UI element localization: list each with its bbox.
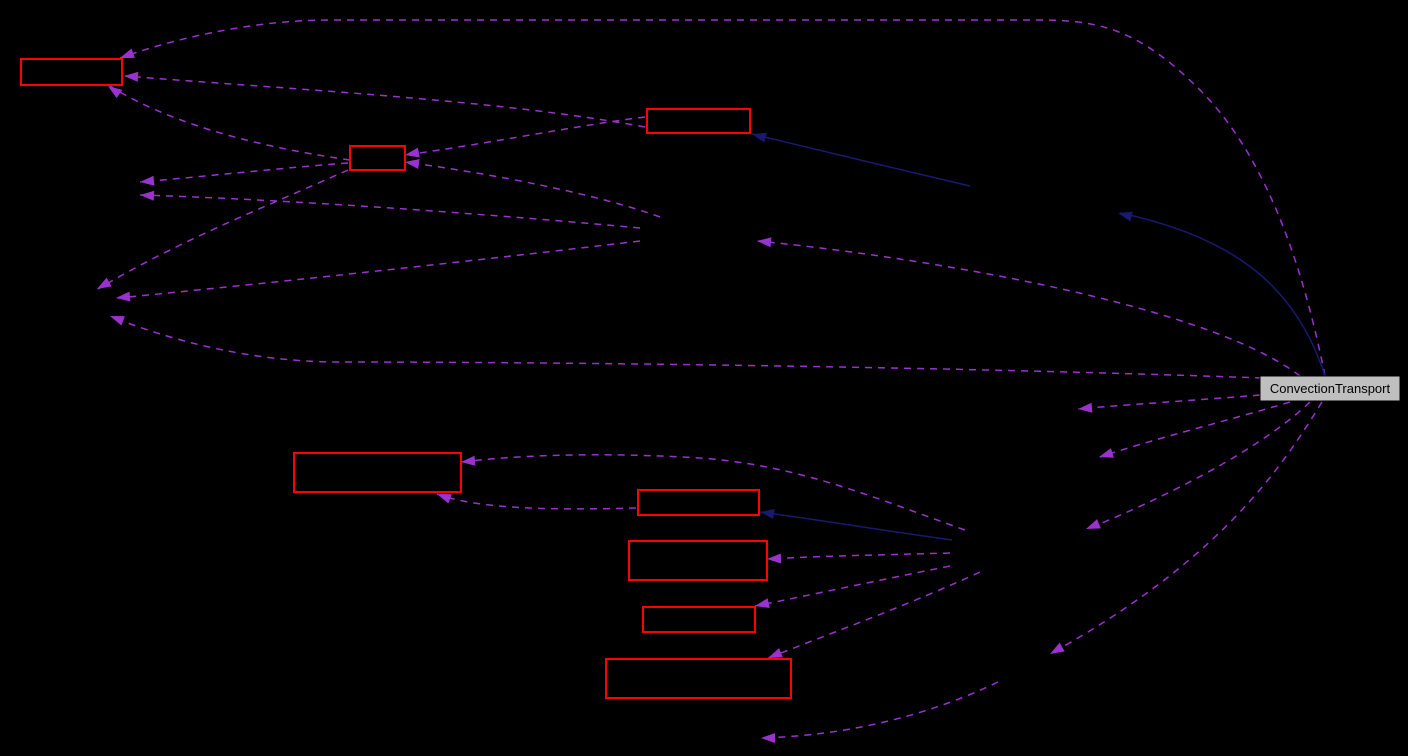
usage-arrowhead-icon bbox=[124, 71, 139, 82]
class-node-n1[interactable] bbox=[20, 58, 123, 86]
usage-arrowhead-icon bbox=[97, 277, 112, 289]
usage-edge bbox=[109, 85, 351, 161]
usage-arrowhead-icon bbox=[110, 316, 125, 326]
class-node-n7[interactable] bbox=[642, 606, 756, 633]
main-class-node-label[interactable]: ConvectionTransport bbox=[1270, 381, 1391, 396]
usage-edge bbox=[404, 116, 646, 156]
usage-arrowhead-icon bbox=[140, 175, 155, 186]
inheritance-edge bbox=[751, 133, 971, 187]
usage-arrowhead-icon bbox=[1050, 642, 1065, 654]
inheritance-edge bbox=[1119, 212, 1326, 377]
graph-arrowheads bbox=[97, 48, 1133, 743]
usage-edge bbox=[460, 454, 966, 531]
usage-arrowhead-icon bbox=[437, 494, 452, 504]
usage-edge bbox=[97, 169, 349, 290]
usage-arrowhead-icon bbox=[767, 553, 782, 564]
usage-arrowhead-icon bbox=[461, 455, 476, 466]
main-class-node[interactable]: ConvectionTransport bbox=[1259, 375, 1401, 402]
graph-edges bbox=[97, 19, 1326, 739]
usage-edge bbox=[1086, 401, 1311, 530]
main-class-node-box[interactable] bbox=[1259, 375, 1401, 402]
usage-arrowhead-icon bbox=[768, 648, 783, 658]
usage-arrowhead-icon bbox=[120, 48, 135, 58]
class-node-n8[interactable] bbox=[605, 658, 792, 699]
inheritance-edge bbox=[759, 511, 953, 541]
class-node-n2[interactable] bbox=[646, 108, 751, 134]
usage-arrowhead-icon bbox=[405, 158, 420, 169]
usage-edge bbox=[117, 240, 641, 299]
usage-edge bbox=[139, 162, 349, 183]
usage-arrowhead-icon bbox=[755, 598, 770, 608]
usage-edge bbox=[766, 552, 951, 560]
usage-edge bbox=[436, 493, 637, 510]
usage-edge bbox=[767, 571, 981, 659]
usage-arrowhead-icon bbox=[140, 190, 155, 201]
usage-arrowhead-icon bbox=[757, 237, 772, 248]
usage-edge bbox=[124, 75, 646, 128]
usage-arrowhead-icon bbox=[761, 733, 775, 743]
usage-edge bbox=[119, 19, 1326, 377]
usage-arrowhead-icon bbox=[116, 291, 131, 302]
usage-arrowhead-icon bbox=[1086, 519, 1101, 529]
usage-edge bbox=[404, 161, 661, 218]
usage-edge bbox=[757, 240, 1301, 377]
usage-arrowhead-icon bbox=[1099, 448, 1114, 458]
class-node-n6[interactable] bbox=[628, 540, 768, 581]
usage-edge bbox=[139, 194, 641, 229]
graph-nodes bbox=[20, 58, 792, 699]
inheritance-arrowhead-icon bbox=[1118, 211, 1133, 222]
inheritance-arrowhead-icon bbox=[760, 508, 775, 519]
usage-edge bbox=[1049, 401, 1323, 655]
class-node-n4[interactable] bbox=[293, 452, 462, 493]
inheritance-arrowhead-icon bbox=[752, 132, 767, 143]
usage-edge bbox=[761, 681, 999, 739]
usage-edge bbox=[111, 316, 1263, 379]
usage-arrowhead-icon bbox=[1078, 402, 1093, 413]
usage-arrowhead-icon bbox=[108, 86, 123, 99]
usage-edge bbox=[754, 565, 951, 607]
usage-arrowhead-icon bbox=[405, 147, 420, 158]
class-node-n3[interactable] bbox=[349, 145, 406, 171]
class-node-n5[interactable] bbox=[637, 489, 760, 516]
